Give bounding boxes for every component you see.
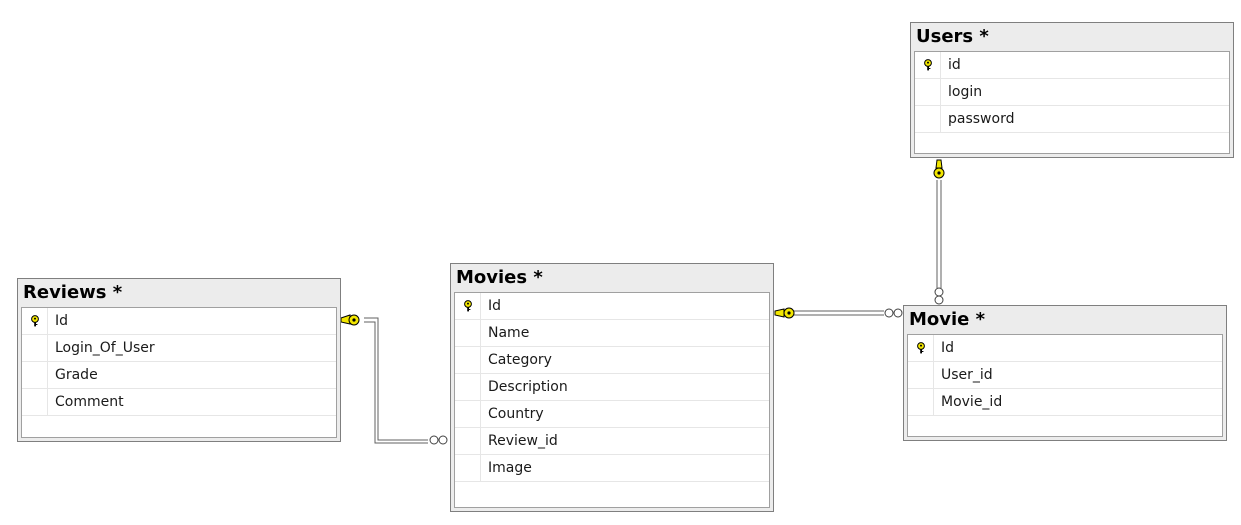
infinity-icon xyxy=(934,287,944,305)
table-movie[interactable]: Movie * Id User_id Movie_id xyxy=(903,305,1227,441)
key-cell xyxy=(455,374,481,400)
column-name: Comment xyxy=(55,394,124,410)
key-cell xyxy=(908,389,934,415)
column-name: User_id xyxy=(941,367,993,383)
key-cell xyxy=(455,293,481,319)
column-row[interactable]: Country xyxy=(455,401,769,428)
key-icon xyxy=(933,159,945,179)
column-row[interactable]: Image xyxy=(455,455,769,482)
table-title-users: Users * xyxy=(916,26,989,47)
column-name: Id xyxy=(55,313,69,329)
column-row[interactable]: Comment xyxy=(22,389,336,416)
table-title-reviews: Reviews * xyxy=(23,282,123,303)
table-body-movie: Id User_id Movie_id xyxy=(907,334,1223,437)
column-row[interactable]: User_id xyxy=(908,362,1222,389)
primary-key-icon xyxy=(924,59,932,71)
column-row[interactable]: Id xyxy=(455,293,769,320)
key-cell xyxy=(915,106,941,132)
table-body-movies: Id Name Category Description Country Rev… xyxy=(454,292,770,508)
key-icon xyxy=(340,314,360,326)
primary-key-icon xyxy=(917,342,925,354)
table-body-users: id login password xyxy=(914,51,1230,154)
column-row[interactable]: Movie_id xyxy=(908,389,1222,416)
key-cell xyxy=(908,362,934,388)
key-cell xyxy=(915,79,941,105)
column-row[interactable]: Id xyxy=(908,335,1222,362)
infinity-icon xyxy=(884,308,903,318)
column-name: Description xyxy=(488,379,568,395)
column-name: Category xyxy=(488,352,552,368)
column-name: Name xyxy=(488,325,530,341)
table-body-reviews: Id Login_Of_User Grade Comment xyxy=(21,307,337,438)
column-row[interactable]: id xyxy=(915,52,1229,79)
key-cell xyxy=(22,308,48,334)
key-cell xyxy=(455,455,481,481)
key-cell xyxy=(22,389,48,415)
column-name: login xyxy=(948,84,983,100)
column-name: id xyxy=(948,57,961,73)
column-name: Movie_id xyxy=(941,394,1003,410)
column-name: Image xyxy=(488,460,532,476)
column-name: Grade xyxy=(55,367,98,383)
table-title-movie: Movie * xyxy=(909,309,986,330)
table-movies[interactable]: Movies * Id Name Category Description xyxy=(450,263,774,512)
infinity-icon xyxy=(429,435,448,445)
key-icon xyxy=(774,307,795,319)
table-reviews[interactable]: Reviews * Id Login_Of_User Grade Comment xyxy=(17,278,341,442)
column-row[interactable]: Login_Of_User xyxy=(22,335,336,362)
key-cell xyxy=(455,320,481,346)
column-row[interactable]: Id xyxy=(22,308,336,335)
key-cell xyxy=(22,362,48,388)
column-name: Login_Of_User xyxy=(55,340,155,356)
key-cell xyxy=(915,52,941,78)
column-name: password xyxy=(948,111,1015,127)
key-cell xyxy=(455,347,481,373)
column-name: Review_id xyxy=(488,433,558,449)
table-title-movies: Movies * xyxy=(456,267,543,288)
column-name: Id xyxy=(488,298,502,314)
primary-key-icon xyxy=(464,300,472,312)
column-name: Id xyxy=(941,340,955,356)
key-cell xyxy=(908,335,934,361)
key-cell xyxy=(455,428,481,454)
column-row[interactable]: Grade xyxy=(22,362,336,389)
column-row[interactable]: login xyxy=(915,79,1229,106)
column-row[interactable]: password xyxy=(915,106,1229,133)
table-users[interactable]: Users * id login password xyxy=(910,22,1234,158)
primary-key-icon xyxy=(31,315,39,327)
column-row[interactable]: Category xyxy=(455,347,769,374)
column-row[interactable]: Name xyxy=(455,320,769,347)
column-row[interactable]: Review_id xyxy=(455,428,769,455)
key-cell xyxy=(22,335,48,361)
key-cell xyxy=(455,401,481,427)
column-row[interactable]: Description xyxy=(455,374,769,401)
column-name: Country xyxy=(488,406,544,422)
